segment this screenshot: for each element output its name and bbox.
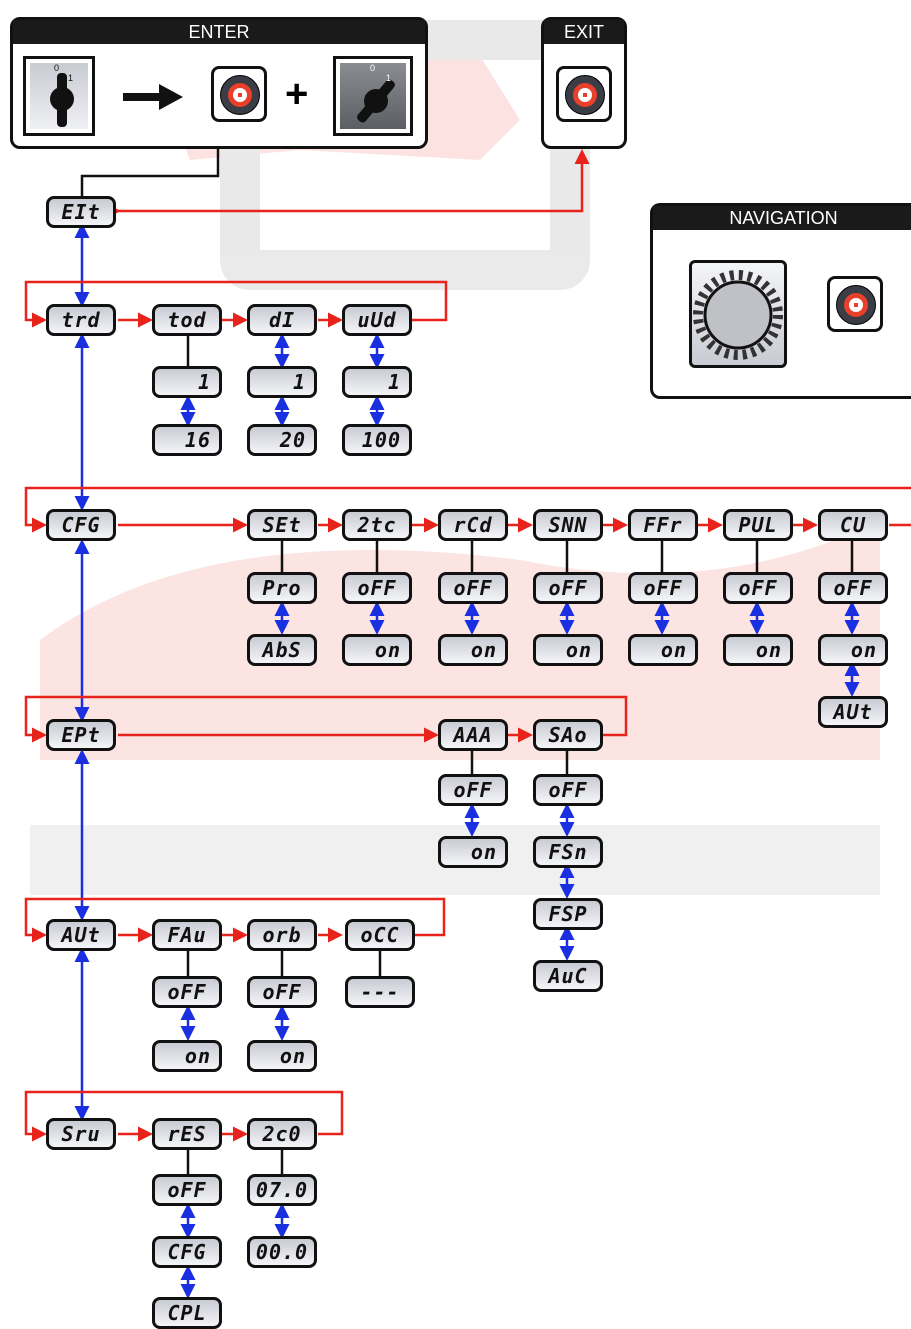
encoder-knob-button[interactable] <box>556 66 612 122</box>
lcd-rcd[interactable]: rCd <box>438 509 508 541</box>
lcd-cfg[interactable]: CFG <box>46 509 116 541</box>
lcd-tod[interactable]: tod <box>152 304 222 336</box>
lcd-di[interactable]: dI <box>247 304 317 336</box>
switch-pos-1: 1 <box>386 73 391 83</box>
enter-title: ENTER <box>13 20 425 44</box>
lcd-ept[interactable]: EPt <box>46 719 116 751</box>
lcd-srv[interactable]: Sru <box>46 1118 116 1150</box>
lcd-uud-min[interactable]: 1 <box>342 366 412 398</box>
encoder-knob-icon <box>220 75 260 115</box>
lcd-2tc[interactable]: 2tc <box>342 509 412 541</box>
lcd-res[interactable]: rES <box>152 1118 222 1150</box>
lcd-sao-fsn[interactable]: FSn <box>533 836 603 868</box>
lcd-cu-aut[interactable]: AUt <box>818 696 888 728</box>
lcd-rcd-on[interactable]: on <box>438 634 508 666</box>
lcd-fau-on[interactable]: on <box>152 1040 222 1072</box>
lcd-exit[interactable]: EIt <box>46 196 116 228</box>
exit-title: EXIT <box>544 20 624 44</box>
lcd-fau-off[interactable]: oFF <box>152 976 222 1008</box>
lcd-set-abs[interactable]: AbS <box>247 634 317 666</box>
lcd-occ[interactable]: oCC <box>345 919 415 951</box>
navigation-panel: NAVIGATION <box>650 203 911 399</box>
arrow-right-icon <box>123 82 185 112</box>
plus-sign: + <box>285 72 308 117</box>
lcd-cu[interactable]: CU <box>818 509 888 541</box>
lcd-aut[interactable]: AUt <box>46 919 116 951</box>
lcd-pul[interactable]: PUL <box>723 509 793 541</box>
lcd-trd[interactable]: trd <box>46 304 116 336</box>
lcd-di-min[interactable]: 1 <box>247 366 317 398</box>
navigation-title: NAVIGATION <box>653 206 911 230</box>
lcd-orb-on[interactable]: on <box>247 1040 317 1072</box>
lcd-2c0-max[interactable]: 07.0 <box>247 1174 317 1206</box>
exit-panel: EXIT <box>541 17 627 149</box>
rotary-knob-icon <box>692 263 784 365</box>
switch-pos-0: 0 <box>370 63 375 73</box>
power-switch-on[interactable]: 0 1 <box>333 56 413 136</box>
encoder-knob-icon <box>836 285 876 325</box>
lcd-snn-on[interactable]: on <box>533 634 603 666</box>
encoder-knob-button[interactable] <box>827 276 883 332</box>
lcd-ffr-off[interactable]: oFF <box>628 572 698 604</box>
switch-pos-1: 1 <box>68 73 73 83</box>
lcd-tod-max[interactable]: 16 <box>152 424 222 456</box>
lcd-res-cpl[interactable]: CPL <box>152 1297 222 1329</box>
lcd-sao[interactable]: SAo <box>533 719 603 751</box>
lcd-pul-off[interactable]: oFF <box>723 572 793 604</box>
lcd-cu-on[interactable]: on <box>818 634 888 666</box>
lcd-snn[interactable]: SNN <box>533 509 603 541</box>
lcd-di-max[interactable]: 20 <box>247 424 317 456</box>
lcd-2tc-off[interactable]: oFF <box>342 572 412 604</box>
lcd-occ-value[interactable]: --- <box>345 976 415 1008</box>
lcd-pul-on[interactable]: on <box>723 634 793 666</box>
lcd-uud-max[interactable]: 100 <box>342 424 412 456</box>
lcd-set[interactable]: SEt <box>247 509 317 541</box>
enter-panel: ENTER 0 1 + 0 1 <box>10 17 428 149</box>
power-switch-off[interactable]: 0 1 <box>23 56 95 136</box>
encoder-knob-button[interactable] <box>211 66 267 122</box>
lcd-orb-off[interactable]: oFF <box>247 976 317 1008</box>
lcd-sao-fsp[interactable]: FSP <box>533 898 603 930</box>
lcd-uud[interactable]: uUd <box>342 304 412 336</box>
lcd-orb[interactable]: orb <box>247 919 317 951</box>
lcd-cu-off[interactable]: oFF <box>818 572 888 604</box>
lcd-snn-off[interactable]: oFF <box>533 572 603 604</box>
rotary-knob[interactable] <box>689 260 787 368</box>
lcd-res-off[interactable]: oFF <box>152 1174 222 1206</box>
lcd-set-pro[interactable]: Pro <box>247 572 317 604</box>
lcd-2c0[interactable]: 2c0 <box>247 1118 317 1150</box>
lcd-aaa[interactable]: AAA <box>438 719 508 751</box>
lcd-ffr[interactable]: FFr <box>628 509 698 541</box>
lcd-rcd-off[interactable]: oFF <box>438 572 508 604</box>
lcd-ffr-on[interactable]: on <box>628 634 698 666</box>
lcd-aaa-off[interactable]: oFF <box>438 774 508 806</box>
lcd-res-cfg[interactable]: CFG <box>152 1236 222 1268</box>
switch-pos-0: 0 <box>54 63 59 73</box>
lcd-sao-off[interactable]: oFF <box>533 774 603 806</box>
lcd-2c0-min[interactable]: 00.0 <box>247 1236 317 1268</box>
encoder-knob-icon <box>565 75 605 115</box>
lcd-2tc-on[interactable]: on <box>342 634 412 666</box>
lcd-aaa-on[interactable]: on <box>438 836 508 868</box>
lcd-tod-min[interactable]: 1 <box>152 366 222 398</box>
lcd-sao-auc[interactable]: AuC <box>533 960 603 992</box>
lcd-fau[interactable]: FAu <box>152 919 222 951</box>
